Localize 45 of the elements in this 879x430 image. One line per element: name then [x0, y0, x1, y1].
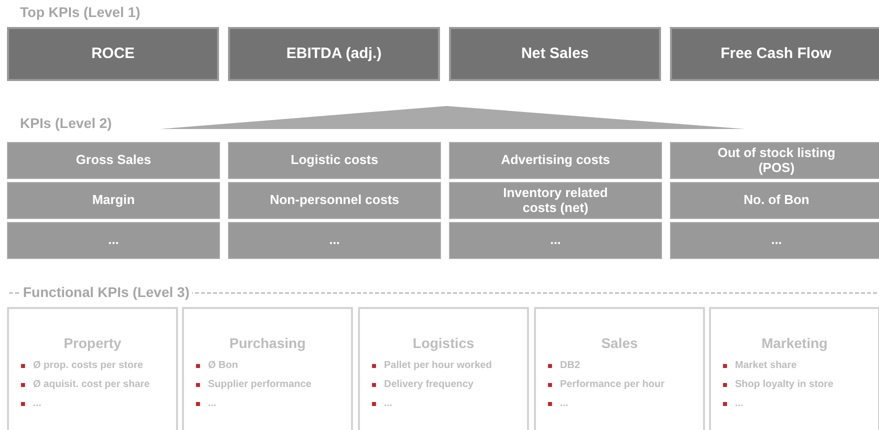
kpi-item: ... [33, 398, 42, 409]
kpi-item: Shop loyalty in store [735, 379, 834, 390]
kpi-box: Logistic costs [228, 142, 441, 179]
kpi-item: ... [384, 398, 392, 409]
kpi-box: ... [7, 222, 220, 259]
kpi-card [7, 307, 178, 430]
section-heading: Top KPIs (Level 1) [20, 4, 140, 20]
kpi-item: ... [735, 398, 744, 409]
kpi-item: ... [208, 398, 216, 409]
kpi-item: Ø aquisit. cost per share [33, 379, 150, 390]
card-heading: Property [62, 335, 122, 351]
kpi-box: Non-personnel costs [228, 182, 441, 219]
kpi-box: No. of Bon [670, 182, 879, 219]
kpi-item: DB2 [560, 360, 580, 371]
kpi-box: Out of stock listing (POS) [670, 142, 879, 179]
kpi-card [709, 307, 879, 430]
kpi-item: Pallet per hour worked [384, 360, 492, 371]
kpi-card [182, 307, 353, 430]
kpi-card [358, 307, 529, 430]
kpi-box: ... [449, 222, 662, 259]
kpi-box: ... [228, 222, 441, 259]
kpi-item: Market share [735, 360, 797, 371]
kpi-box: EBITDA (adj.) [228, 27, 440, 81]
kpi-item: Delivery frequency [384, 379, 474, 390]
wedge-shape [160, 106, 745, 129]
kpi-box: Margin [7, 182, 220, 219]
section-heading: Functional KPIs (Level 3) [20, 284, 192, 300]
card-heading: Logistics [412, 335, 476, 351]
kpi-item: ... [560, 398, 568, 409]
card-heading: Sales [600, 335, 639, 351]
kpi-item: Ø Bon [208, 360, 238, 371]
kpi-box: Advertising costs [449, 142, 662, 179]
kpi-box: ROCE [7, 27, 219, 81]
kpi-item: Ø prop. costs per store [33, 360, 144, 371]
kpi-item: Performance per hour [560, 379, 664, 390]
kpi-item: Supplier performance [208, 379, 312, 390]
kpi-card [534, 307, 705, 430]
card-heading: Marketing [760, 335, 829, 351]
kpi-box: Inventory related costs (net) [449, 182, 662, 219]
kpi-box: Gross Sales [7, 142, 220, 179]
kpi-box: Free Cash Flow [670, 27, 879, 81]
section-heading: KPIs (Level 2) [20, 115, 112, 131]
kpi-box: ... [670, 222, 879, 259]
card-heading: Purchasing [228, 335, 307, 351]
kpi-box: Net Sales [449, 27, 661, 81]
